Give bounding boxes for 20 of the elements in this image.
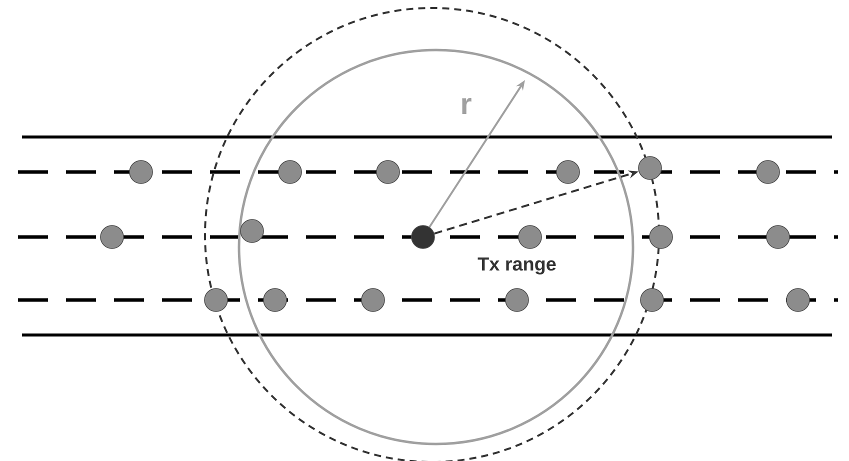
vehicle <box>129 160 153 184</box>
vehicle <box>518 225 542 249</box>
vehicle <box>411 225 435 249</box>
vehicle <box>361 288 385 312</box>
vehicle <box>786 288 810 312</box>
vehicle <box>640 288 664 312</box>
range-label: Tx range <box>478 257 556 275</box>
vehicle <box>556 160 580 184</box>
vehicle <box>263 288 287 312</box>
vehicle <box>766 225 790 249</box>
vehicle <box>204 288 228 312</box>
vehicle <box>278 160 302 184</box>
vehicle <box>649 225 673 249</box>
vehicle <box>100 225 124 249</box>
vehicle <box>638 156 662 180</box>
radius-label: r <box>462 98 472 114</box>
vehicle <box>240 219 264 243</box>
vehicle <box>756 160 780 184</box>
vehicle <box>376 160 400 184</box>
vehicle <box>505 288 529 312</box>
